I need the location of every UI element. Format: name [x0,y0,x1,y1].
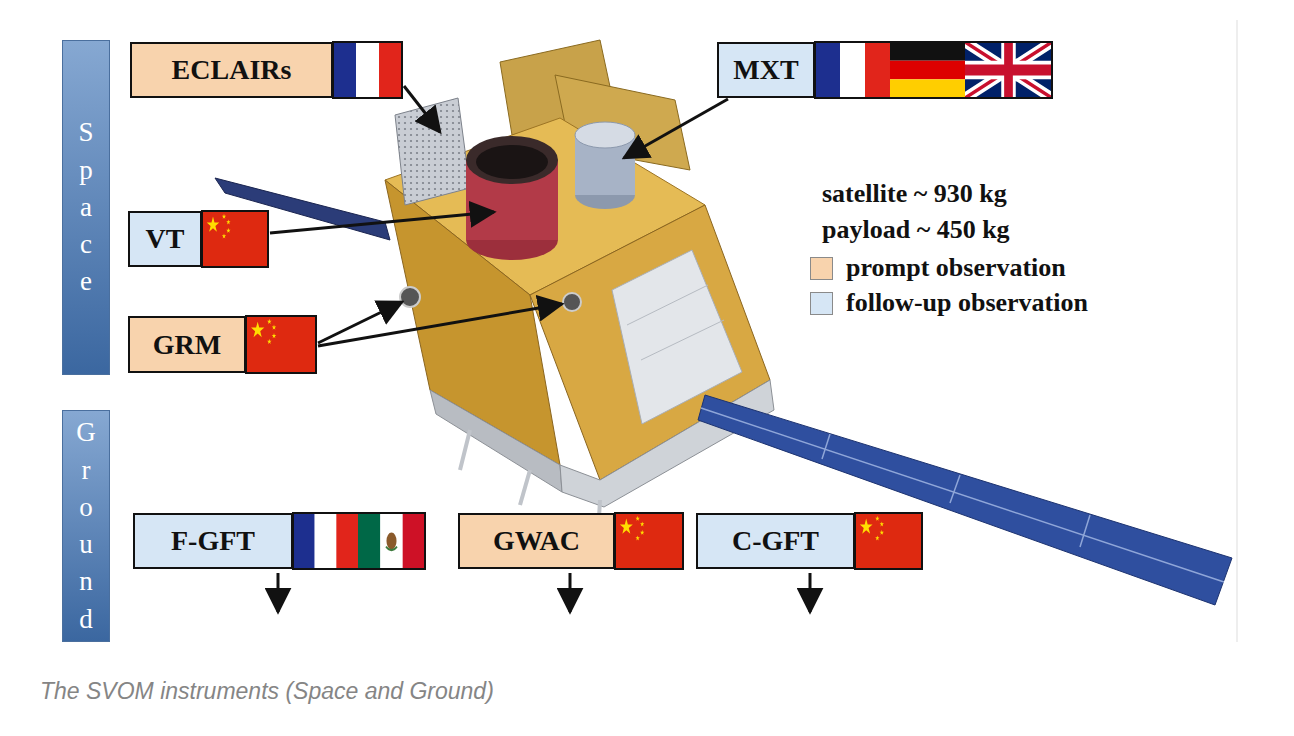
legend-text: prompt observation [846,253,1066,283]
instrument-box: GWAC [458,513,615,569]
flag-china [202,211,268,267]
mxt-top [575,122,635,148]
satellite-illustration [215,40,1232,605]
body-bottom [430,390,562,492]
leader-arrow [318,302,402,343]
instrument-box: VT [128,211,202,267]
flag-border [246,316,316,373]
flag-china [615,513,683,569]
flag-border [855,513,922,569]
leader-arrow [318,304,562,346]
flag-germany [890,42,965,98]
instrument-name: VT [146,223,185,255]
instrument-name: GWAC [493,525,580,557]
instrument-name: GRM [153,329,221,361]
panel-line [641,320,724,360]
body-right [530,205,770,480]
flag-border [333,42,402,98]
band-title: Ground [75,414,97,638]
mass-note: satellite ~ 930 kg [822,179,1007,209]
flag-border [615,513,683,569]
instrument-name: F-GFT [171,525,255,557]
section-band: Space [62,40,110,375]
radiator-panel [612,250,742,424]
solar-grid [701,408,1224,582]
mass-note: payload ~ 450 kg [822,215,1010,245]
flag-border [815,42,1052,98]
down-arrow [569,573,572,612]
flag-france [815,42,890,98]
grm-detector [563,293,581,311]
instrument-name: ECLAIRs [172,54,292,86]
flag-france [293,513,358,569]
instrument-box: ECLAIRs [130,42,333,98]
leader-arrow [404,86,440,132]
figure-caption: The SVOM instruments (Space and Ground) [40,678,494,705]
instrument-box: F-GFT [133,513,293,569]
instrument-box: GRM [128,316,246,373]
grm-detector [400,287,420,307]
instrument-name: MXT [733,54,798,86]
instrument-name: C-GFT [732,525,819,557]
right-solar-panel [698,395,1232,605]
flag-china [855,513,922,569]
band-title: Space [75,114,97,300]
antenna [520,470,530,505]
panel-line [627,285,708,325]
down-arrow [277,573,280,612]
flag-uk [965,42,1052,98]
flag-border [293,513,425,569]
section-band: Ground [62,410,110,642]
legend-row: prompt observation [810,253,1066,283]
leader-arrow [624,99,728,158]
frame-line [1237,20,1238,642]
vt-aperture [476,145,548,179]
vt-aperture [466,136,558,184]
instrument-box: C-GFT [696,513,855,569]
flag-france [333,42,402,98]
body-bottom [560,380,774,507]
instrument-box: MXT [717,42,815,98]
legend-row: follow-up observation [810,288,1088,318]
eclairs-mask [395,98,470,205]
antenna [460,430,470,470]
legend-swatch [810,257,833,280]
flag-border [202,211,268,267]
legend-text: follow-up observation [846,288,1088,318]
legend-swatch [810,292,833,315]
leader-arrow [270,212,494,233]
flag-china [246,316,316,373]
down-arrow [809,573,812,612]
flag-mexico [358,513,425,569]
